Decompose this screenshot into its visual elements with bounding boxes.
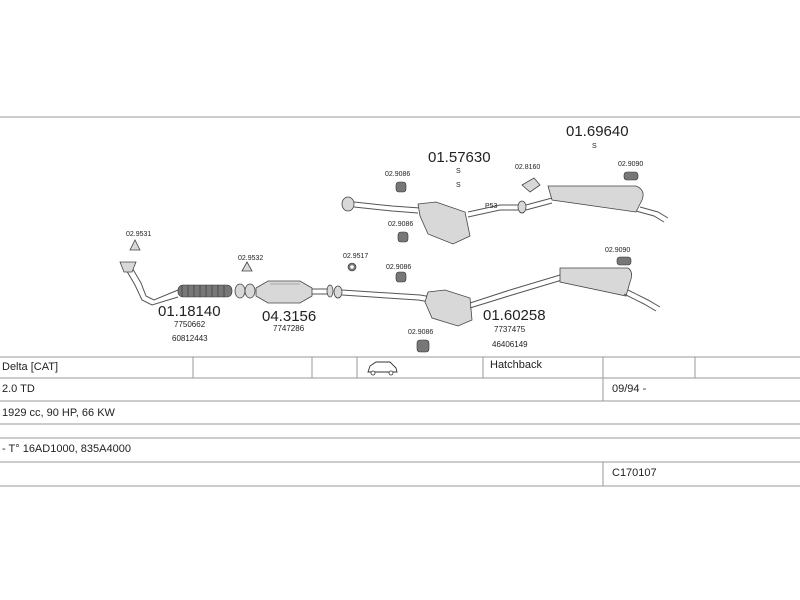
label-pipe-tag: P53	[485, 203, 498, 210]
hanger-02-9086-a[interactable]	[395, 181, 407, 193]
label-02-9090-b: 02.9090	[605, 247, 630, 254]
table-body-type: Hatchback	[490, 359, 542, 371]
label-02-9086-d: 02.9086	[408, 329, 433, 336]
label-ref-60812443: 60812443	[172, 334, 208, 343]
flex-pipe-section	[177, 284, 233, 298]
label-02-9090-a: 02.9090	[618, 161, 643, 168]
catalytic-converter-part[interactable]	[241, 261, 334, 304]
upper-rear-silencer-part[interactable]	[517, 185, 669, 223]
label-ref-7737475: 7737475	[494, 325, 526, 334]
table-catalog-code: C170107	[612, 467, 657, 479]
gasket-icon	[241, 261, 253, 272]
front-flange-gasket[interactable]	[119, 239, 141, 273]
label-02-9532: 02.9532	[238, 255, 263, 262]
label-part-01-57630-s2: S	[456, 182, 461, 189]
table-engine-codes: - T° 16AD1000, 835A4000	[2, 443, 131, 455]
label-part-01-57630-s1: S	[456, 168, 461, 175]
label-02-9086-c: 02.9086	[388, 221, 413, 228]
hanger-02-9086-d[interactable]	[416, 339, 430, 353]
label-part-01-69640-s: S	[592, 143, 597, 150]
label-02-9517: 02.9517	[343, 253, 368, 260]
gasket-icon	[129, 239, 141, 251]
rear-silencer-part[interactable]	[559, 267, 661, 312]
label-ref-46406149: 46406149	[492, 340, 528, 349]
vehicle-info-table: Delta [CAT] Hatchback 2.0 TD 09/94 - 192…	[0, 356, 800, 487]
hanger-02-9090-a[interactable]	[623, 171, 639, 181]
clamp-02-8160[interactable]	[521, 177, 541, 193]
hanger-02-9090-b[interactable]	[616, 256, 632, 266]
label-02-9086-b: 02.9086	[386, 264, 411, 271]
clamp-02-9517[interactable]	[347, 262, 357, 272]
hatchback-car-icon	[367, 361, 398, 376]
label-part-04-3156: 04.3156	[262, 308, 316, 325]
table-specs: 1929 cc, 90 HP, 66 KW	[2, 407, 116, 419]
label-02-9086-a: 02.9086	[385, 171, 410, 178]
label-part-01-60258: 01.60258	[483, 307, 546, 324]
table-engine: 2.0 TD	[2, 383, 35, 395]
front-pipe-part[interactable]	[124, 265, 246, 306]
front-pipe-flange	[234, 283, 246, 299]
label-part-01-18140: 01.18140	[158, 303, 221, 320]
label-ref-7747286: 7747286	[273, 324, 305, 333]
label-02-8160: 02.8160	[515, 164, 540, 171]
table-date-range: 09/94 -	[612, 383, 647, 395]
label-part-01-69640: 01.69640	[566, 123, 629, 140]
label-02-9531: 02.9531	[126, 231, 151, 238]
label-ref-7750662: 7750662	[174, 320, 206, 329]
hanger-02-9086-b[interactable]	[395, 271, 407, 283]
hanger-02-9086-c[interactable]	[397, 231, 409, 243]
upper-middle-silencer-part[interactable]	[341, 196, 518, 245]
table-model: Delta [CAT]	[2, 361, 58, 373]
label-part-01-57630: 01.57630	[428, 149, 491, 166]
